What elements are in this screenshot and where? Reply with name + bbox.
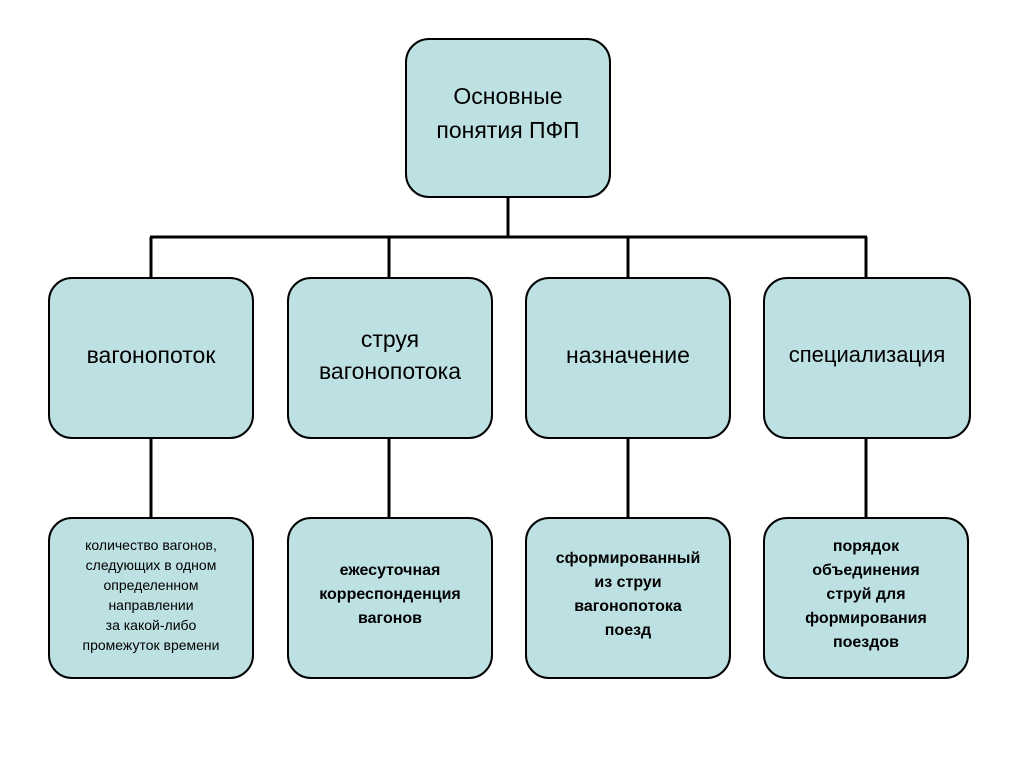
concept-node-destination: назначение: [525, 277, 731, 439]
detail-node-specialization: порядок объединения струй для формирован…: [763, 517, 969, 679]
detail-node-destination: сформированный из струи вагонопотока пое…: [525, 517, 731, 679]
concept-node-wagon-flow-stream: струя вагонопотока: [287, 277, 493, 439]
concept-node-wagon-flow: вагонопоток: [48, 277, 254, 439]
root-node: Основные понятия ПФП: [405, 38, 611, 198]
detail-node-wagon-flow: количество вагонов, следующих в одном оп…: [48, 517, 254, 679]
concept-node-specialization: специализация: [763, 277, 971, 439]
detail-node-wagon-flow-stream: ежесуточная корреспонденция вагонов: [287, 517, 493, 679]
